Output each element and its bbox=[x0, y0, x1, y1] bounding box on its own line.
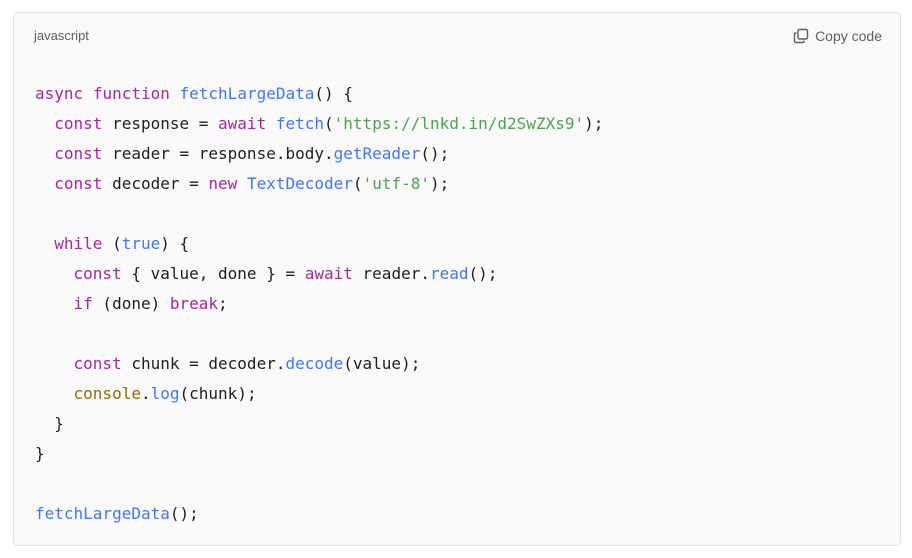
code-token: reader. bbox=[352, 264, 430, 283]
code-token bbox=[237, 174, 247, 193]
code-token bbox=[35, 114, 54, 133]
code-token bbox=[83, 84, 93, 103]
code-line: const { value, done } = await reader.rea… bbox=[35, 259, 603, 289]
code-line bbox=[35, 199, 603, 229]
code-token: fetchLargeData bbox=[35, 504, 170, 523]
code-token: console bbox=[73, 384, 141, 403]
code-token: ); bbox=[430, 174, 450, 193]
code-token: const bbox=[73, 354, 122, 373]
code-token: await bbox=[218, 114, 267, 133]
code-block: javascript Copy code async function fetc… bbox=[13, 12, 901, 546]
code-line: const response = await fetch('https://ln… bbox=[35, 109, 603, 139]
code-line: const reader = response.body.getReader()… bbox=[35, 139, 603, 169]
code-line: async function fetchLargeData() { bbox=[35, 79, 603, 109]
code-line: while (true) { bbox=[35, 229, 603, 259]
code-token bbox=[170, 84, 180, 103]
copy-code-button[interactable]: Copy code bbox=[793, 25, 882, 47]
language-label: javascript bbox=[34, 28, 89, 43]
code-line: const chunk = decoder.decode(value); bbox=[35, 349, 603, 379]
code-token: const bbox=[54, 144, 103, 163]
code-token: 'https://lnkd.in/d2SwZXs9' bbox=[333, 114, 585, 133]
code-token: ( bbox=[102, 234, 122, 253]
code-line: const decoder = new TextDecoder('utf-8')… bbox=[35, 169, 603, 199]
code-line: console.log(chunk); bbox=[35, 379, 603, 409]
code-token: (value); bbox=[343, 354, 421, 373]
code-token: ( bbox=[352, 174, 363, 193]
code-line: } bbox=[35, 439, 603, 469]
code-line bbox=[35, 469, 603, 499]
code-token: . bbox=[140, 384, 151, 403]
code-token: response = bbox=[102, 114, 219, 133]
code-token: (); bbox=[468, 264, 498, 283]
code-token bbox=[35, 294, 74, 313]
code-token: decoder = bbox=[102, 174, 209, 193]
code-token bbox=[35, 354, 74, 373]
code-line: if (done) break; bbox=[35, 289, 603, 319]
code-token: ); bbox=[584, 114, 604, 133]
code-token: true bbox=[121, 234, 161, 253]
code-line: fetchLargeData(); bbox=[35, 499, 603, 529]
code-token bbox=[35, 234, 54, 253]
code-token: 'utf-8' bbox=[362, 174, 430, 193]
code-token: log bbox=[150, 384, 180, 403]
code-content[interactable]: async function fetchLargeData() { const … bbox=[35, 79, 603, 529]
code-token bbox=[266, 114, 276, 133]
code-token: (); bbox=[420, 144, 450, 163]
code-line bbox=[35, 319, 603, 349]
code-token: (done) bbox=[92, 294, 170, 313]
code-token: } bbox=[35, 414, 64, 433]
code-token: ; bbox=[218, 294, 228, 313]
code-token: { value, done } = bbox=[121, 264, 305, 283]
code-token: (); bbox=[169, 504, 199, 523]
code-token: getReader bbox=[333, 144, 421, 163]
code-line: } bbox=[35, 409, 603, 439]
code-token: const bbox=[54, 174, 103, 193]
code-token: new bbox=[208, 174, 238, 193]
code-token: fetch bbox=[275, 114, 325, 133]
code-block-header: javascript Copy code bbox=[14, 13, 900, 59]
code-token: await bbox=[304, 264, 353, 283]
code-token: () { bbox=[314, 84, 353, 103]
code-token: if bbox=[73, 294, 93, 313]
code-token: fetchLargeData bbox=[179, 84, 315, 103]
code-token: function bbox=[92, 84, 170, 103]
code-token bbox=[35, 144, 54, 163]
code-token: (chunk); bbox=[179, 384, 257, 403]
copy-icon bbox=[793, 28, 809, 44]
code-token: chunk = decoder. bbox=[121, 354, 286, 373]
code-token: TextDecoder bbox=[246, 174, 353, 193]
code-token: decode bbox=[285, 354, 344, 373]
code-token bbox=[35, 174, 54, 193]
code-token: } bbox=[35, 444, 45, 463]
copy-code-label: Copy code bbox=[815, 28, 882, 44]
code-token: break bbox=[169, 294, 219, 313]
code-token: while bbox=[54, 234, 103, 253]
code-token bbox=[35, 264, 74, 283]
code-token: read bbox=[429, 264, 469, 283]
code-token: async bbox=[35, 84, 84, 103]
code-token: ) { bbox=[160, 234, 190, 253]
code-token: ( bbox=[324, 114, 334, 133]
code-token: reader = response.body. bbox=[102, 144, 334, 163]
code-token: const bbox=[54, 114, 103, 133]
code-token: const bbox=[73, 264, 122, 283]
code-token bbox=[35, 384, 74, 403]
